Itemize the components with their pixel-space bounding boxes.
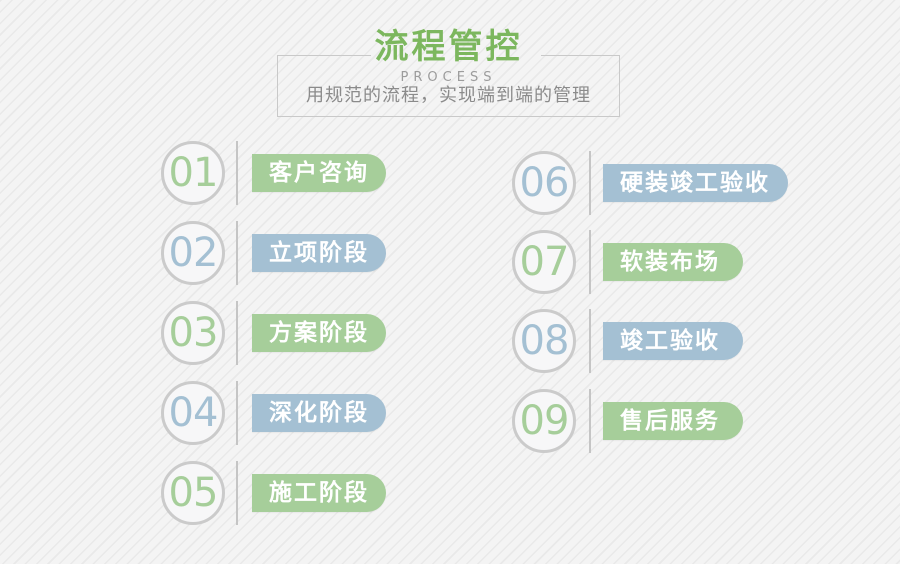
step-label-banner: 竣工验收 xyxy=(603,322,743,360)
step-divider xyxy=(236,141,238,205)
step-number-circle: 05 xyxy=(161,461,225,525)
step-number: 06 xyxy=(519,160,570,206)
step-divider xyxy=(236,381,238,445)
step-row-04: 04 深化阶段 xyxy=(161,380,386,446)
step-label-banner: 软装布场 xyxy=(603,243,743,281)
step-label-banner: 深化阶段 xyxy=(252,394,386,432)
step-number-circle: 02 xyxy=(161,221,225,285)
step-number-circle: 06 xyxy=(512,151,576,215)
step-divider xyxy=(236,461,238,525)
step-row-08: 08 竣工验收 xyxy=(512,308,743,374)
step-number: 08 xyxy=(519,318,570,364)
step-divider xyxy=(589,309,591,373)
step-label-banner: 施工阶段 xyxy=(252,474,386,512)
step-row-07: 07 软装布场 xyxy=(512,229,743,295)
step-number-circle: 01 xyxy=(161,141,225,205)
step-number: 01 xyxy=(168,150,219,196)
step-label-banner: 售后服务 xyxy=(603,402,743,440)
step-number: 03 xyxy=(168,310,219,356)
step-row-01: 01 客户咨询 xyxy=(161,140,386,206)
step-number: 07 xyxy=(519,239,570,285)
step-divider xyxy=(236,301,238,365)
step-label-banner: 客户咨询 xyxy=(252,154,386,192)
step-label-banner: 立项阶段 xyxy=(252,234,386,272)
step-number: 02 xyxy=(168,230,219,276)
step-number: 09 xyxy=(519,398,570,444)
header-box xyxy=(277,55,620,117)
step-row-03: 03 方案阶段 xyxy=(161,300,386,366)
step-row-02: 02 立项阶段 xyxy=(161,220,386,286)
step-number-circle: 03 xyxy=(161,301,225,365)
step-row-05: 05 施工阶段 xyxy=(161,460,386,526)
header-subtitle: PROCESS xyxy=(400,70,497,85)
title-rule-left xyxy=(277,55,371,56)
step-divider xyxy=(589,151,591,215)
step-divider xyxy=(589,389,591,453)
step-row-09: 09 售后服务 xyxy=(512,388,743,454)
step-number-circle: 08 xyxy=(512,309,576,373)
title-rule-right xyxy=(541,55,620,56)
step-number: 05 xyxy=(168,470,219,516)
step-label-banner: 硬装竣工验收 xyxy=(603,164,788,202)
page-title: 流程管控 xyxy=(374,27,523,67)
step-number-circle: 07 xyxy=(512,230,576,294)
step-number: 04 xyxy=(168,390,219,436)
step-divider xyxy=(589,230,591,294)
step-divider xyxy=(236,221,238,285)
step-row-06: 06 硬装竣工验收 xyxy=(512,150,788,216)
header-tagline: 用规范的流程，实现端到端的管理 xyxy=(306,85,591,106)
step-label-banner: 方案阶段 xyxy=(252,314,386,352)
step-number-circle: 09 xyxy=(512,389,576,453)
step-number-circle: 04 xyxy=(161,381,225,445)
